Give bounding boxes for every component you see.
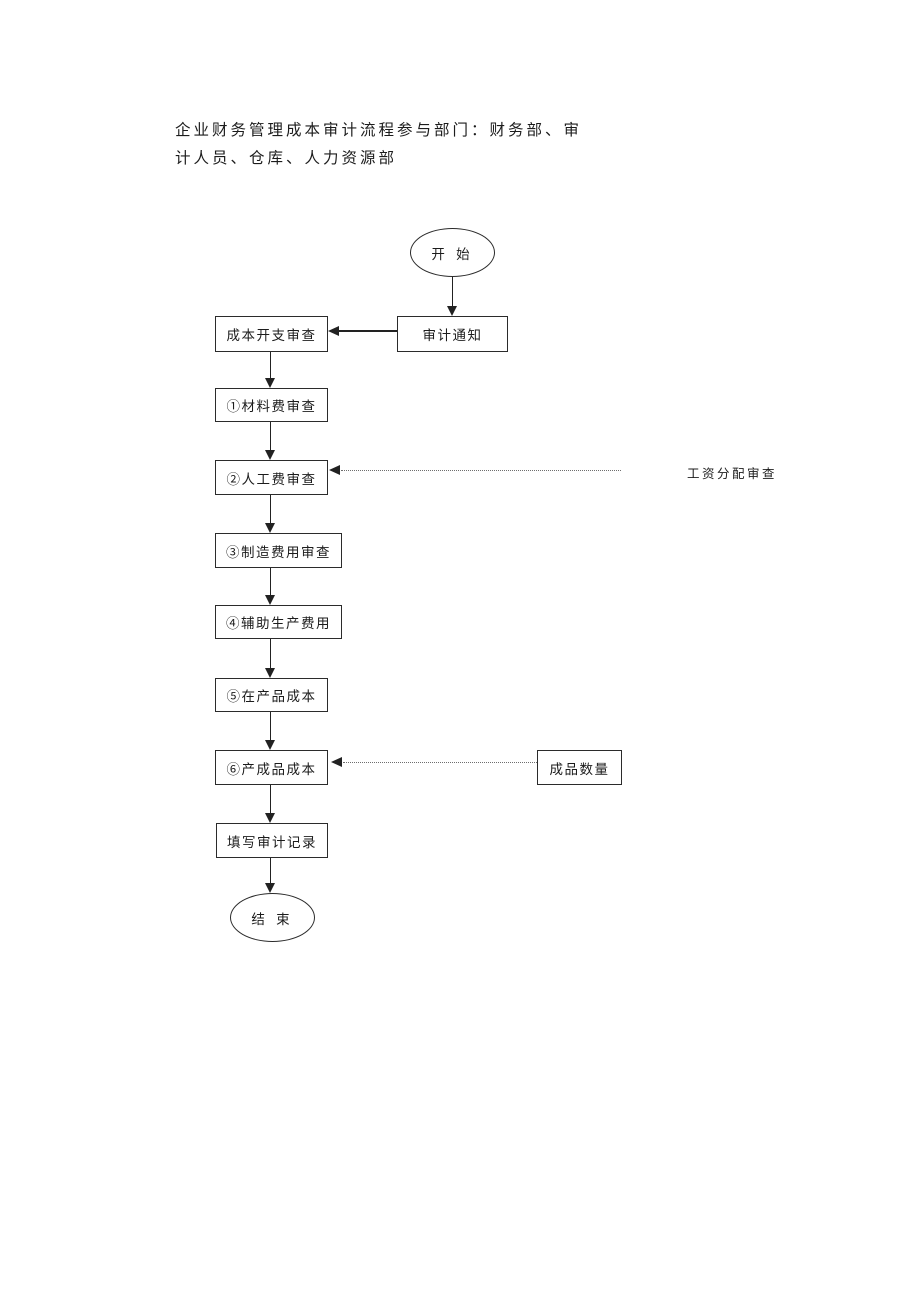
arrowhead-down-icon (265, 378, 275, 388)
page-title-line2: 计人员、仓库、人力资源部 (175, 150, 398, 167)
page-title: 企业财务管理成本审计流程参与部门：财务部、审 计人员、仓库、人力资源部 (175, 117, 605, 173)
connector-audit-notice-to-cost-expense (339, 330, 397, 332)
connector-labor-to-manufacturing (269, 495, 272, 525)
flow-node-labor-fee-review: ②人工费审查 (215, 460, 328, 495)
connector-finished-to-record (269, 785, 272, 815)
flow-node-material-fee-review: ①材料费审查 (215, 388, 328, 422)
arrowhead-down-icon (265, 813, 275, 823)
arrowhead-down-icon (447, 306, 457, 316)
flow-node-audit-notice: 审计通知 (397, 316, 508, 352)
page-title-line1: 企业财务管理成本审计流程参与部门：财务部、审 (175, 122, 583, 139)
connector-cost-expense-to-material (269, 352, 272, 380)
connector-wage-allocation-dotted (341, 470, 621, 471)
arrowhead-down-icon (265, 740, 275, 750)
flow-node-auxiliary-production-fee: ④辅助生产费用 (215, 605, 342, 639)
connector-manufacturing-to-auxiliary (269, 568, 272, 597)
connector-start-to-audit-notice (451, 277, 454, 308)
arrowhead-down-icon (265, 883, 275, 893)
flow-node-fill-audit-record: 填写审计记录 (216, 823, 328, 858)
flow-node-wip-product-cost: ⑤在产品成本 (215, 678, 328, 712)
arrowhead-left-icon (331, 757, 342, 767)
arrowhead-down-icon (265, 668, 275, 678)
flow-node-start: 开 始 (410, 228, 495, 277)
arrowhead-left-icon (329, 465, 340, 475)
flow-node-finished-product-cost: ⑥产成品成本 (215, 750, 328, 785)
arrowhead-down-icon (265, 450, 275, 460)
connector-auxiliary-to-wip (269, 639, 272, 670)
connector-record-to-end (269, 858, 272, 885)
connector-finished-quantity-dotted (343, 762, 537, 763)
flow-node-finished-quantity: 成品数量 (537, 750, 622, 785)
arrowhead-left-icon (328, 326, 339, 336)
connector-material-to-labor (269, 422, 272, 452)
connector-wip-to-finished (269, 712, 272, 742)
arrowhead-down-icon (265, 595, 275, 605)
annotation-wage-allocation-review: 工资分配审查 (687, 467, 778, 481)
flow-node-cost-expense-review: 成本开支审查 (215, 316, 328, 352)
arrowhead-down-icon (265, 523, 275, 533)
flow-node-manufacturing-fee-review: ③制造费用审查 (215, 533, 342, 568)
flow-node-end: 结 束 (230, 893, 315, 942)
